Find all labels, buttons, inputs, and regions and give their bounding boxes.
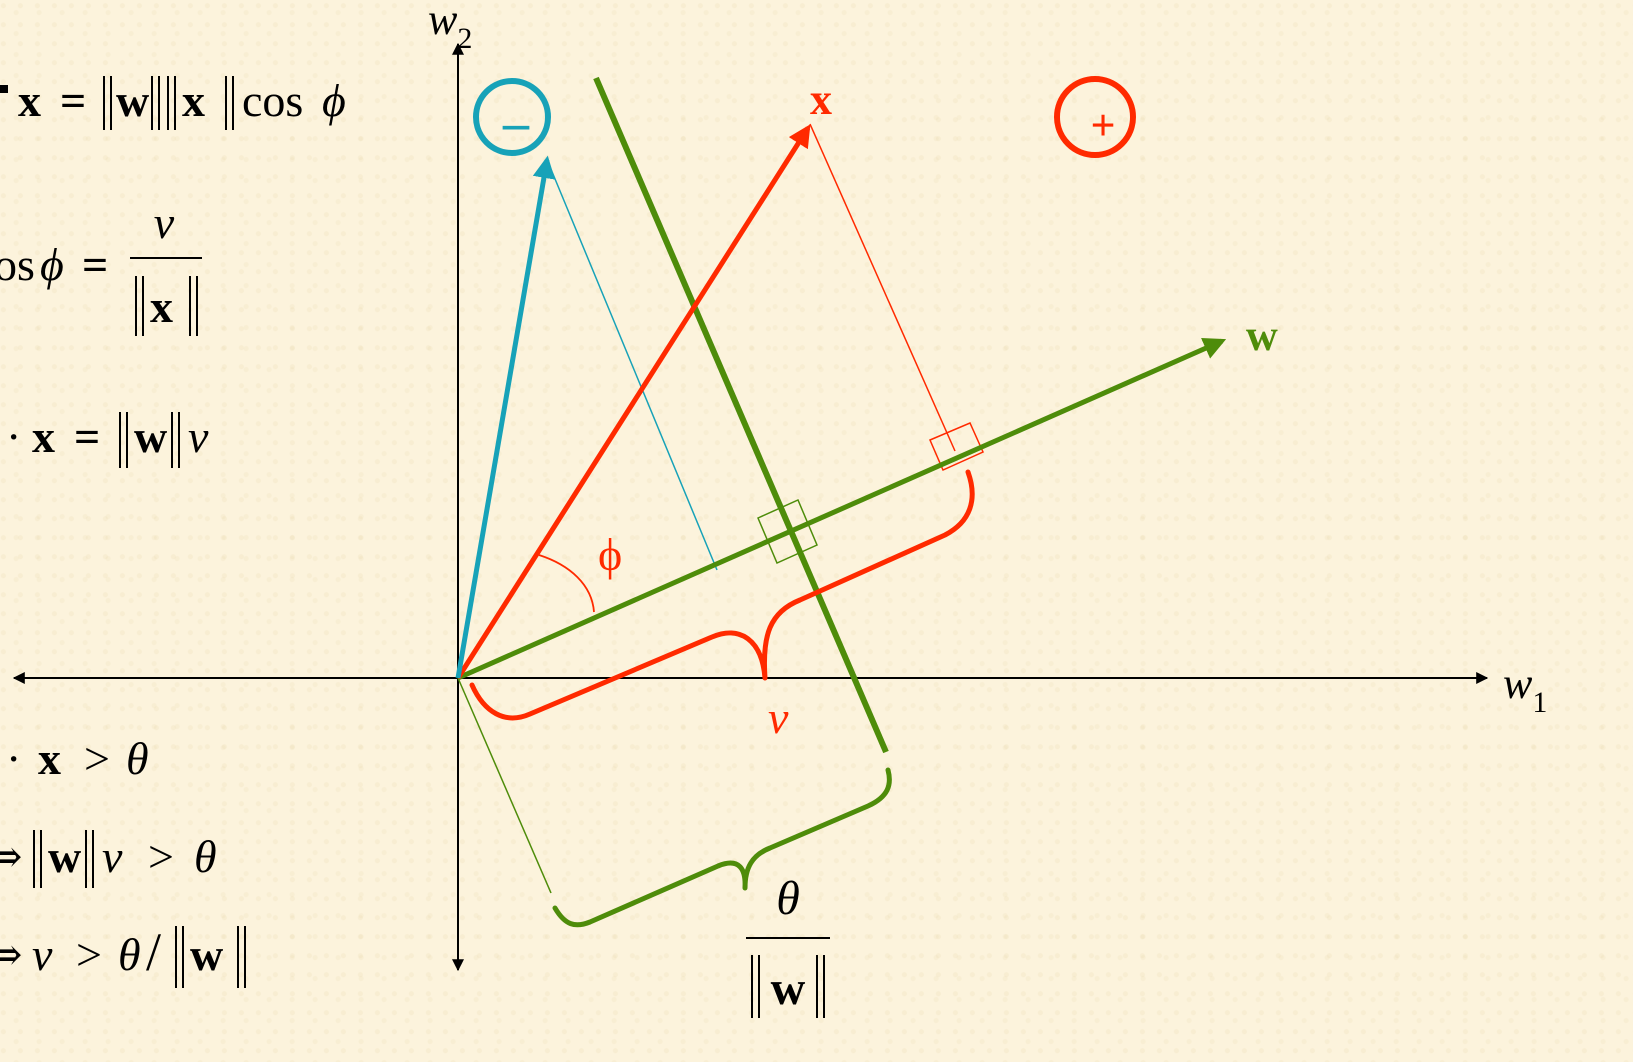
svg-text:=: = — [74, 411, 100, 462]
svg-text:x: x — [32, 411, 55, 462]
w2-axis-label: w2 — [428, 0, 472, 55]
svg-text:x: x — [182, 75, 205, 126]
svg-text:>: > — [84, 733, 110, 784]
svg-text:w: w — [190, 929, 223, 980]
x-vector-label: x — [810, 75, 832, 124]
svg-text:v: v — [102, 831, 123, 882]
svg-text:ϕ: ϕ — [322, 75, 346, 126]
svg-text:θ: θ — [118, 929, 141, 980]
condition-dot-threshold: · x > θ — [6, 733, 149, 784]
svg-text:os: os — [0, 239, 35, 290]
negative-class-marker — [473, 78, 551, 156]
svg-text:=: = — [60, 75, 86, 126]
svg-text:w: w — [48, 831, 81, 882]
decision-boundary-line — [593, 76, 889, 754]
phi-angle-label: ϕ — [598, 529, 622, 580]
theta-norm-numerator: θ — [776, 872, 800, 925]
svg-text:x: x — [38, 733, 61, 784]
svg-text:>: > — [148, 831, 174, 882]
green-right-angle-marker — [757, 499, 818, 564]
positive-class-symbol: + — [1090, 101, 1115, 150]
svg-text:/: / — [146, 922, 161, 982]
w1-axis-label: w1 — [1503, 659, 1547, 719]
svg-text:>: > — [76, 929, 102, 980]
phi-angle-arc — [538, 554, 595, 613]
svg-text:v: v — [154, 197, 175, 248]
equation-dot-product-definition: x = w x cos ϕ — [0, 75, 346, 130]
green-projection-line — [457, 677, 552, 894]
theta-norm-brace — [552, 767, 892, 928]
equation-projection: · x = w v — [6, 411, 209, 468]
svg-text:=: = — [82, 239, 108, 290]
teal-projection-line — [547, 161, 718, 571]
positive-class-marker — [1054, 76, 1136, 158]
w-vector-label: w — [1246, 311, 1278, 360]
x-vector — [455, 124, 811, 680]
w-vector — [456, 337, 1227, 681]
svg-text:·: · — [6, 411, 21, 462]
svg-text:⇒: ⇒ — [0, 831, 23, 882]
svg-text:x: x — [18, 75, 41, 126]
svg-text:⇒: ⇒ — [0, 929, 23, 980]
svg-text:θ: θ — [126, 733, 149, 784]
negative-class-symbol: – — [502, 95, 530, 152]
svg-text:v: v — [188, 411, 209, 462]
svg-text:cos: cos — [242, 75, 303, 126]
red-right-angle-marker — [929, 422, 984, 471]
v-label: v — [768, 692, 789, 743]
svg-text:v: v — [32, 929, 53, 980]
svg-text:ϕ: ϕ — [40, 239, 64, 290]
equation-cosine: os ϕ = v x — [0, 197, 202, 336]
svg-text:w: w — [116, 75, 149, 126]
negative-example-vector — [455, 155, 556, 679]
v-brace — [469, 469, 975, 721]
svg-text:x: x — [150, 281, 173, 332]
svg-text:w: w — [134, 411, 167, 462]
condition-norm-threshold: ⇒ w v > θ — [0, 830, 217, 888]
condition-v-threshold: ⇒ v > θ / w — [0, 922, 246, 988]
red-projection-line — [809, 123, 956, 452]
svg-text:θ: θ — [194, 831, 217, 882]
svg-text:·: · — [6, 733, 21, 784]
theta-norm-denominator: w — [771, 962, 806, 1015]
